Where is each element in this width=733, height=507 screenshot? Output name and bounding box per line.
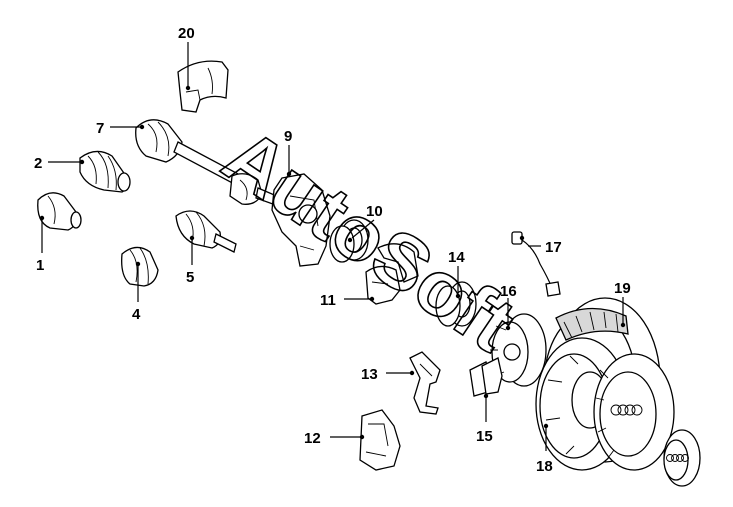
- callout-5: 5: [186, 269, 194, 286]
- callout-labels: 1 2 4 5 7 9 10 11 12 13 14 15 16 17 18 1…: [34, 25, 631, 475]
- callout-1: 1: [36, 257, 44, 274]
- callout-15: 15: [476, 428, 493, 445]
- part-20-bracket[interactable]: [177, 60, 229, 113]
- callout-2: 2: [34, 155, 42, 172]
- part-1-joint[interactable]: [37, 192, 82, 231]
- part-9-knuckle[interactable]: [271, 173, 331, 267]
- part-13-caliper-bracket[interactable]: [409, 351, 441, 415]
- part-16-wheel-hub[interactable]: [490, 313, 547, 387]
- callout-4: 4: [132, 306, 141, 323]
- part-17-brake-hose[interactable]: [511, 231, 561, 297]
- callout-10: 10: [366, 203, 383, 220]
- part-12-brake-caliper[interactable]: [359, 409, 401, 471]
- part-4-boot[interactable]: [121, 246, 159, 287]
- part-11-splash-shield[interactable]: [365, 243, 419, 305]
- callout-11: 11: [320, 292, 336, 309]
- callout-9: 9: [284, 128, 292, 145]
- callout-7: 7: [96, 120, 104, 137]
- watermark-text: AutoSoft: [208, 111, 530, 368]
- part-10-bearing[interactable]: [329, 219, 369, 263]
- callout-17: 17: [545, 239, 562, 256]
- part-2-cv-boot[interactable]: [79, 150, 131, 193]
- callout-19: 19: [614, 280, 631, 297]
- wheel-with-emblem: [593, 353, 675, 471]
- leader-lines: [39, 42, 626, 451]
- callout-13: 13: [361, 366, 378, 383]
- callout-12: 12: [304, 430, 321, 447]
- part-5-cv-joint[interactable]: [175, 210, 237, 253]
- callout-18: 18: [536, 458, 553, 475]
- callout-16: 16: [500, 283, 517, 300]
- hub-cap[interactable]: [663, 429, 701, 487]
- part-15-brake-pads[interactable]: [469, 357, 503, 397]
- callout-20: 20: [178, 25, 195, 42]
- emblem-rings: [610, 404, 643, 416]
- callout-14: 14: [448, 249, 465, 266]
